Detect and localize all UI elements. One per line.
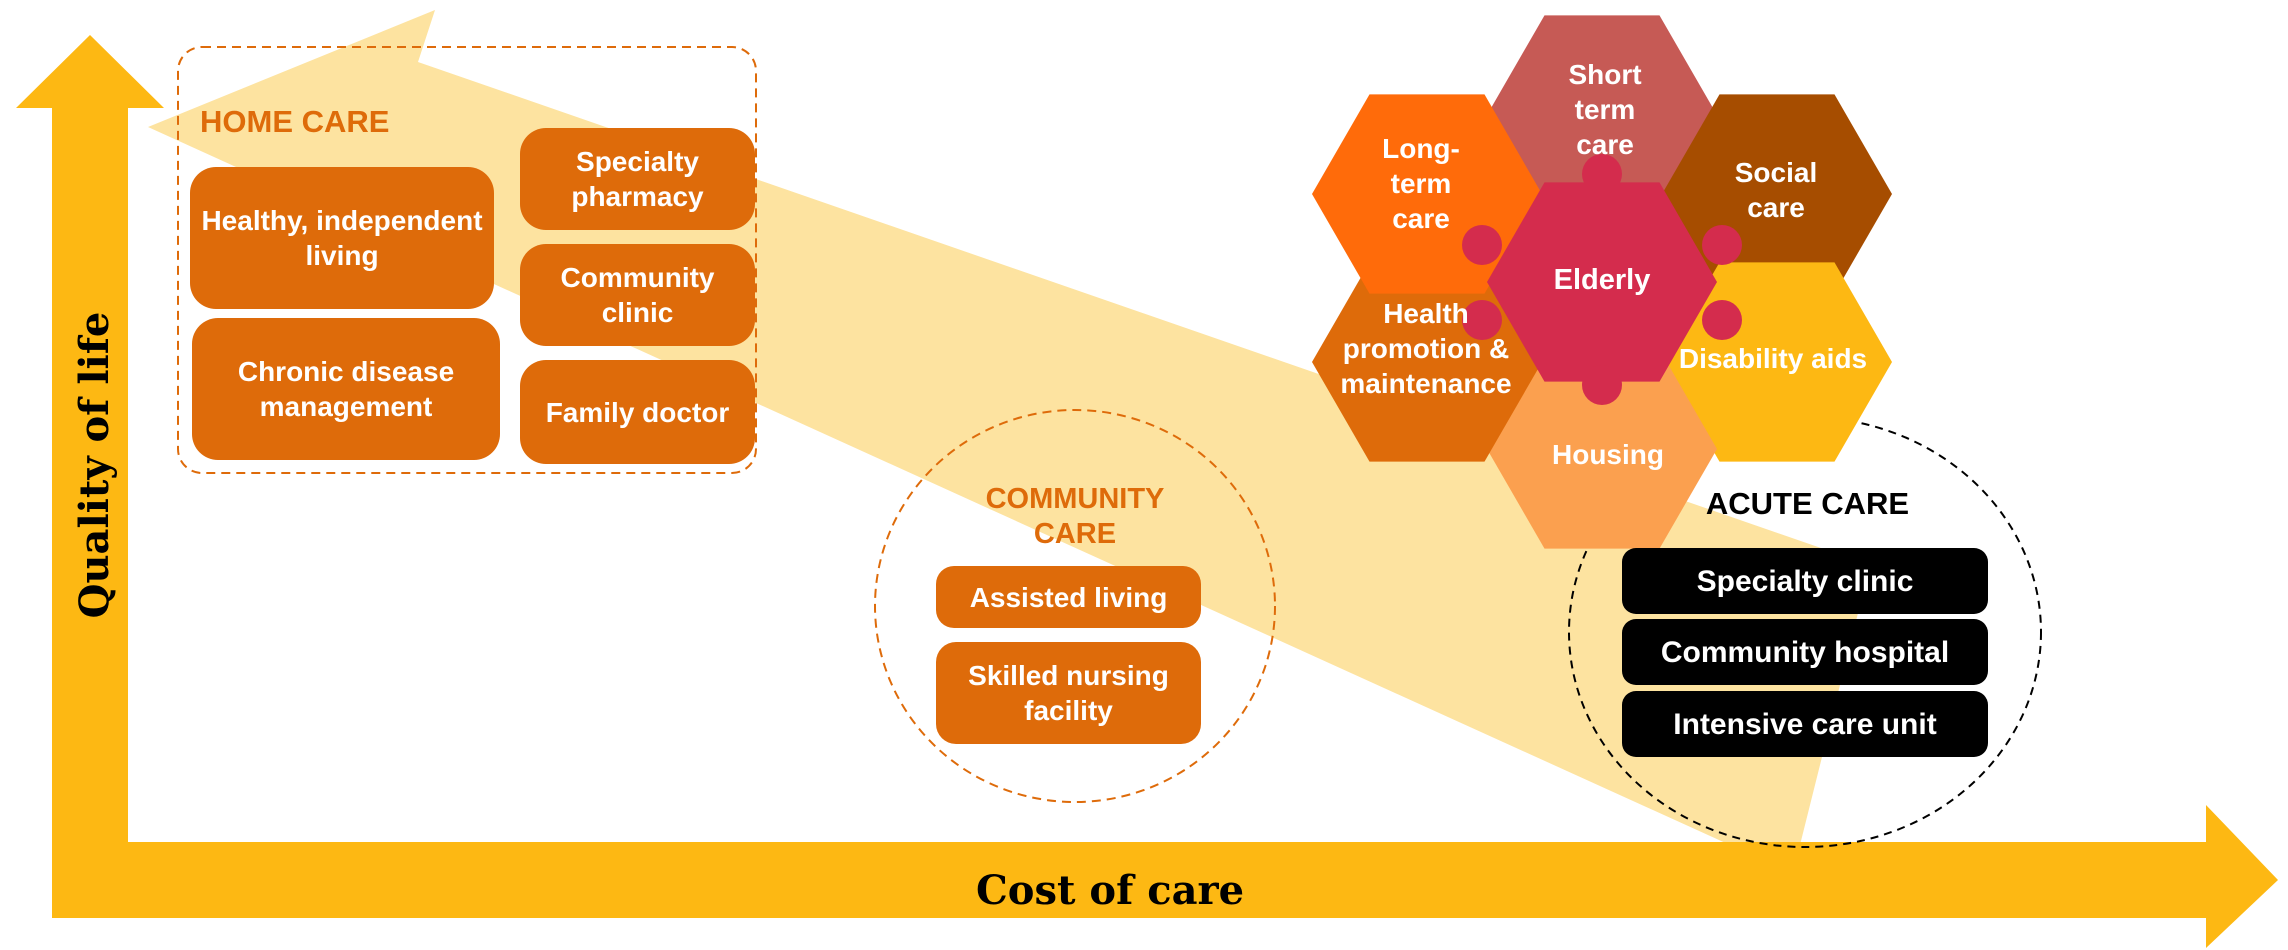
acute-care-title: ACUTE CARE <box>1705 486 1910 521</box>
acute-care-item-specialty-clinic: Specialty clinic <box>1622 548 1988 614</box>
hex-elderly-shape <box>1487 182 1717 382</box>
hex-housing <box>1487 349 1717 549</box>
puzzle-knob <box>1582 154 1622 194</box>
hex-elderly <box>1462 154 1742 405</box>
home-care-item-specialty-pharmacy: Specialty pharmacy <box>520 128 755 230</box>
puzzle-knob <box>1462 225 1502 265</box>
puzzle-knob <box>1462 300 1502 340</box>
y-axis-label: Quality of life <box>71 312 118 619</box>
home-care-item-chronic-disease: Chronic disease management <box>192 318 500 460</box>
puzzle-knob <box>1582 365 1622 405</box>
hex-short-term-care-shape <box>1487 15 1717 215</box>
hex-disability-aids-label: Disability aids <box>1679 343 1867 374</box>
home-care-item-family-doctor: Family doctor <box>520 360 755 464</box>
community-care-circle <box>874 409 1276 803</box>
acute-care-item-intensive-care: Intensive care unit <box>1622 691 1988 757</box>
community-care-item-assisted-living: Assisted living <box>936 566 1201 628</box>
home-care-item-community-clinic: Community clinic <box>520 244 755 346</box>
x-axis-arrow <box>52 805 2278 948</box>
acute-care-item-community-hospital: Community hospital <box>1622 619 1988 685</box>
home-care-item-healthy-living: Healthy, independent living <box>190 167 494 309</box>
y-axis-arrow <box>16 35 164 918</box>
home-care-container <box>177 46 757 474</box>
home-care-title: HOME CARE <box>200 104 390 139</box>
puzzle-knob <box>1702 225 1742 265</box>
hex-housing-shape <box>1487 349 1717 549</box>
acute-care-circle <box>1568 416 2042 848</box>
puzzle-knob <box>1702 300 1742 340</box>
hex-housing-label: Housing <box>1552 439 1664 470</box>
community-care-title: COMMUNITY CARE <box>985 483 1165 550</box>
hex-elderly-label: Elderly <box>1554 264 1651 296</box>
hex-short-term-care <box>1487 15 1717 215</box>
x-axis-label: Cost of care <box>976 867 1244 914</box>
community-care-item-skilled-nursing: Skilled nursing facility <box>936 642 1201 744</box>
